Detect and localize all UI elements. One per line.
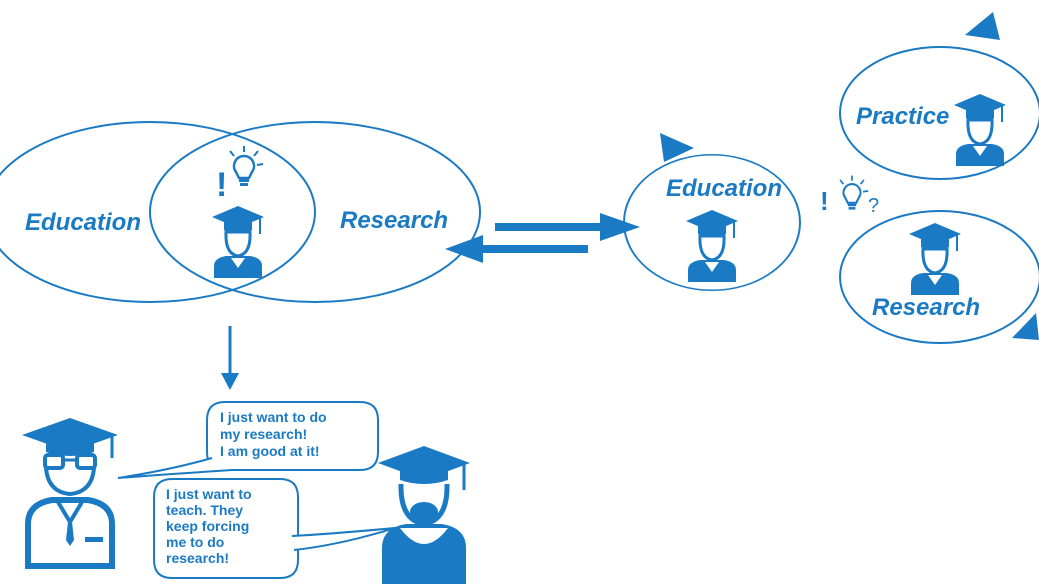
- education-role-circle: [623, 153, 801, 292]
- conversation: I just want to do my research! I am good…: [22, 401, 470, 584]
- education-circle: [0, 121, 316, 303]
- speech-line-1: I just want to: [166, 486, 252, 502]
- venn-education-label: Education: [25, 209, 141, 236]
- idea-icon: [228, 144, 265, 188]
- practice-circle: [839, 46, 1039, 180]
- speech-bubble-research: I just want to do my research! I am good…: [117, 401, 379, 479]
- speech-line-4: me to do: [166, 534, 224, 550]
- research-role-circle: [839, 210, 1039, 344]
- research-circle: [149, 121, 481, 303]
- exclamation-mark: !: [820, 186, 829, 216]
- corner-triangle: [660, 133, 694, 162]
- role-practice-label: Practice: [856, 103, 949, 130]
- speech-bubble-teach: I just want to teach. They keep forcing …: [153, 478, 396, 579]
- speech-line-2: my research!: [220, 426, 307, 442]
- speech-line-1: I just want to do: [220, 409, 327, 425]
- speech-line-3: keep forcing: [166, 518, 249, 534]
- venn-diagram: Education Research !: [0, 121, 481, 303]
- role-education-label: Education: [666, 175, 782, 202]
- teacher-icon: [684, 208, 740, 284]
- exclamation-mark: !: [216, 166, 227, 204]
- speech-line-2: teach. They: [166, 502, 243, 518]
- double-arrow: [445, 213, 640, 263]
- researcher-icon: [907, 221, 963, 297]
- speech-line-3: I am good at it!: [220, 443, 320, 459]
- corner-triangle: [965, 12, 1000, 40]
- professor-icon: [22, 418, 118, 569]
- graduate-icon: [210, 204, 266, 280]
- corner-triangle: [1012, 313, 1039, 340]
- question-mark: ?: [868, 195, 879, 217]
- idea-icon: [839, 174, 870, 211]
- practitioner-icon: [952, 92, 1008, 168]
- role-cluster: Education Practice Research ! ?: [623, 12, 1039, 344]
- role-research-label: Research: [872, 294, 980, 321]
- down-arrow: [221, 326, 239, 390]
- venn-research-label: Research: [340, 207, 448, 234]
- lecturer-icon: [378, 446, 470, 584]
- speech-line-5: research!: [166, 550, 229, 566]
